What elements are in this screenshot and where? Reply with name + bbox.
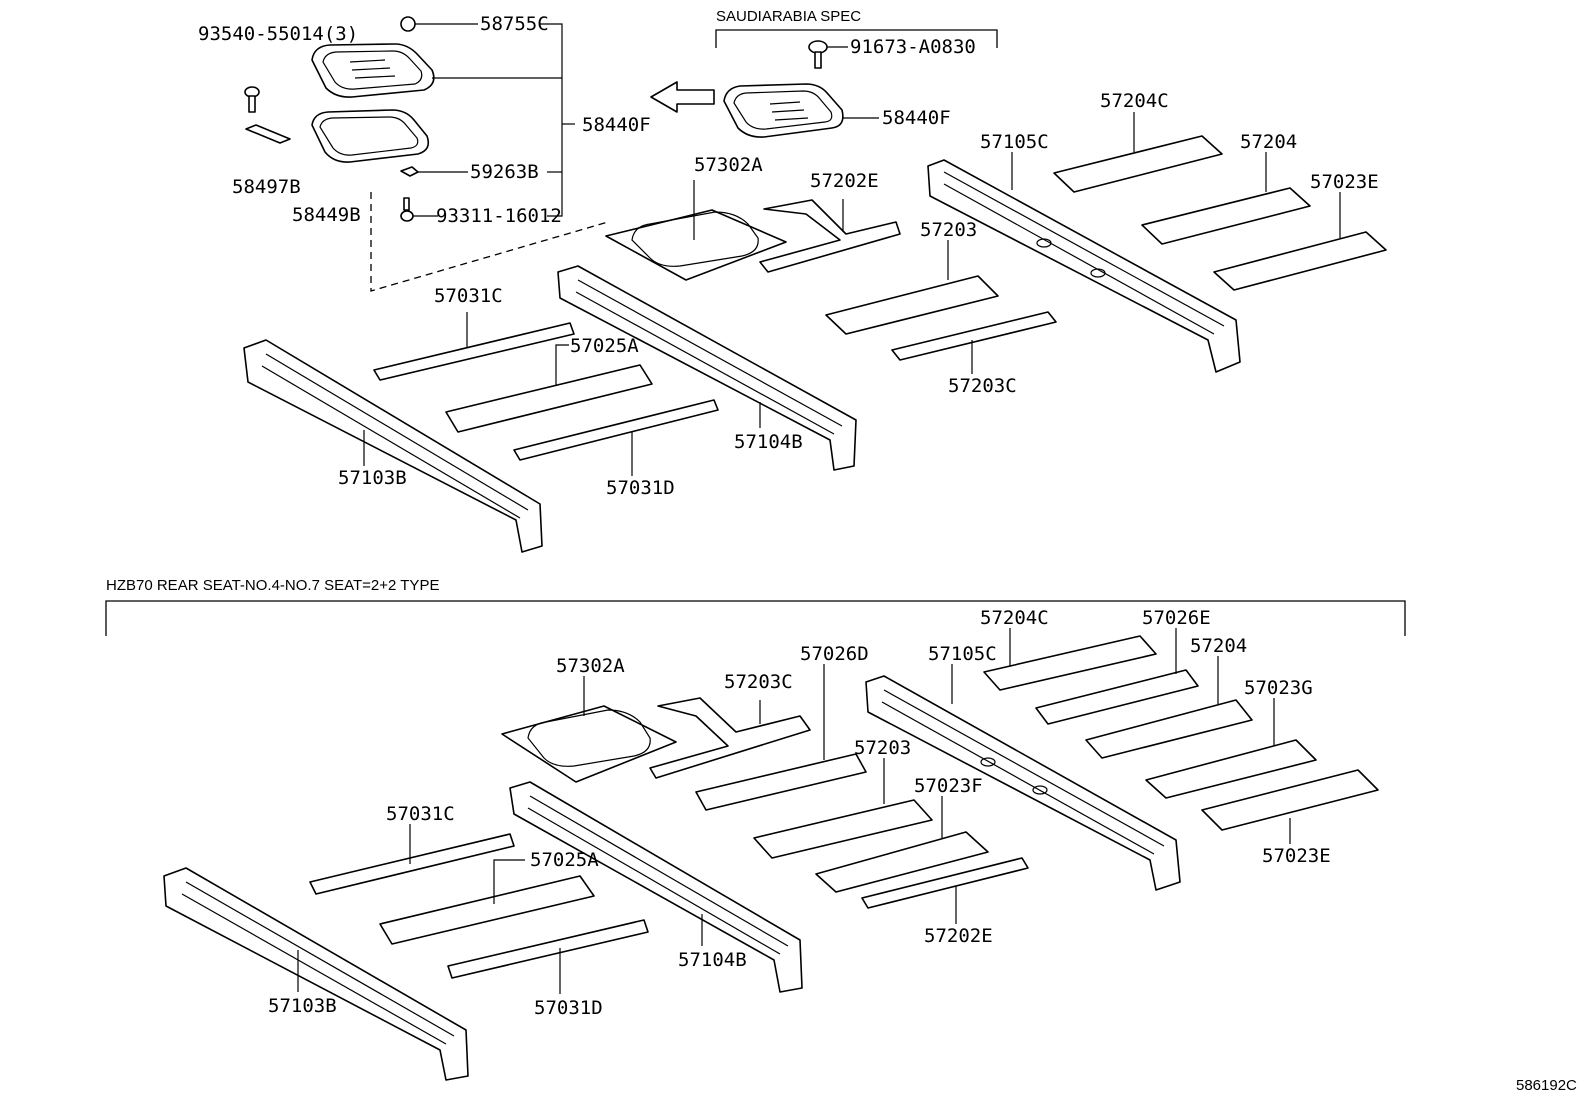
label-57105C-top: 57105C — [980, 131, 1049, 153]
label-58755C: 58755C — [480, 13, 549, 35]
label-57203-top: 57203 — [920, 219, 977, 241]
member-57026E-bottom — [1035, 669, 1199, 725]
section-label-saudi-spec: SAUDIARABIA SPEC — [716, 8, 861, 25]
bolt-93540 — [244, 86, 260, 113]
label-57026E-bottom: 57026E — [1142, 607, 1211, 629]
member-57025A-top — [445, 364, 653, 433]
label-57025A-top: 57025A — [570, 335, 639, 357]
rail-57104B-top — [557, 265, 857, 471]
member-57204-top — [1141, 187, 1311, 245]
label-57105C-bottom: 57105C — [928, 643, 997, 665]
cover-58440F-saudi — [723, 83, 844, 138]
label-57204C-top: 57204C — [1100, 90, 1169, 112]
label-57203-bottom: 57203 — [854, 737, 911, 759]
label-57204-top: 57204 — [1240, 131, 1297, 153]
member-57031D-bottom — [447, 919, 649, 979]
section-label-hzb70: HZB70 REAR SEAT-NO.4-NO.7 SEAT=2+2 TYPE — [106, 577, 439, 594]
label-58440F-a: 58440F — [582, 114, 651, 136]
label-93540: 93540-55014(3) — [198, 23, 358, 45]
member-57023F-bottom — [815, 831, 989, 893]
bracket-57202E-top — [759, 199, 901, 273]
bracket-57203C-bottom — [649, 697, 811, 779]
label-57103B-bottom: 57103B — [268, 995, 337, 1017]
bolt-91673 — [808, 40, 828, 69]
member-57031C-bottom — [309, 833, 515, 895]
label-57202E-bottom: 57202E — [924, 925, 993, 947]
label-58449B: 58449B — [292, 204, 361, 226]
label-57203C-bottom: 57203C — [724, 671, 793, 693]
label-57031C-bottom: 57031C — [386, 803, 455, 825]
label-57204C-bottom: 57204C — [980, 607, 1049, 629]
label-57023E-top: 57023E — [1310, 171, 1379, 193]
member-57026D-bottom — [695, 753, 867, 811]
member-57023E-top — [1213, 231, 1387, 291]
hzb70-bracket — [105, 600, 1406, 636]
member-57031C-top — [373, 322, 575, 381]
member-57023G-bottom — [1145, 739, 1317, 799]
member-57025A-bottom — [379, 875, 595, 945]
member-57203C-top — [891, 311, 1057, 361]
rail-57105C-top — [927, 159, 1241, 373]
label-57302A-bottom: 57302A — [556, 655, 625, 677]
label-57031D-bottom: 57031D — [534, 997, 603, 1019]
label-57202E-top: 57202E — [810, 170, 879, 192]
diagram-reference-code: 586192C — [1516, 1077, 1577, 1094]
label-57104B-bottom: 57104B — [678, 949, 747, 971]
label-58497B: 58497B — [232, 176, 301, 198]
bolt-93311 — [400, 197, 414, 222]
rail-57103B-top — [243, 339, 543, 553]
label-57204-bottom: 57204 — [1190, 635, 1247, 657]
rail-57105C-bottom — [865, 675, 1181, 891]
label-57023G-bottom: 57023G — [1244, 677, 1313, 699]
label-58440F-b: 58440F — [882, 107, 951, 129]
floor-panel-57302A-top — [605, 209, 787, 281]
rail-57103B-bottom — [163, 867, 469, 1081]
label-59263B: 59263B — [470, 161, 539, 183]
direction-arrow-icon — [650, 81, 715, 113]
cap-58755C — [400, 16, 416, 32]
saudi-spec-bracket — [715, 29, 998, 48]
floor-panel-57302A-bottom — [501, 705, 677, 783]
member-57203-bottom — [753, 799, 933, 859]
label-57026D-bottom: 57026D — [800, 643, 869, 665]
member-57031D-top — [513, 399, 719, 461]
label-91673: 91673-A0830 — [850, 36, 976, 58]
group-bracket-58440F — [540, 23, 563, 217]
dashed-guide — [370, 192, 609, 292]
member-57204-bottom — [1085, 699, 1253, 759]
label-57103B-top: 57103B — [338, 467, 407, 489]
label-57302A-top: 57302A — [694, 154, 763, 176]
rail-57104B-bottom — [509, 781, 803, 993]
member-57204C-top — [1053, 135, 1223, 193]
member-57204C-bottom — [983, 635, 1157, 691]
label-57031D-top: 57031D — [606, 477, 675, 499]
member-57202E-bottom — [861, 857, 1029, 909]
label-57025A-bottom: 57025A — [530, 849, 599, 871]
label-57023F-bottom: 57023F — [914, 775, 983, 797]
label-57023E-bottom: 57023E — [1262, 845, 1331, 867]
clip-59263B — [400, 166, 419, 177]
plate-58497B — [245, 124, 291, 144]
gasket-58449B — [311, 109, 430, 163]
member-57023E-bottom — [1201, 769, 1379, 831]
label-93311: 93311-16012 — [436, 205, 562, 227]
label-57203C-top: 57203C — [948, 375, 1017, 397]
label-57031C-top: 57031C — [434, 285, 503, 307]
member-57203-top — [825, 275, 999, 335]
label-57104B-top: 57104B — [734, 431, 803, 453]
cover-58440F-upper — [311, 43, 435, 98]
